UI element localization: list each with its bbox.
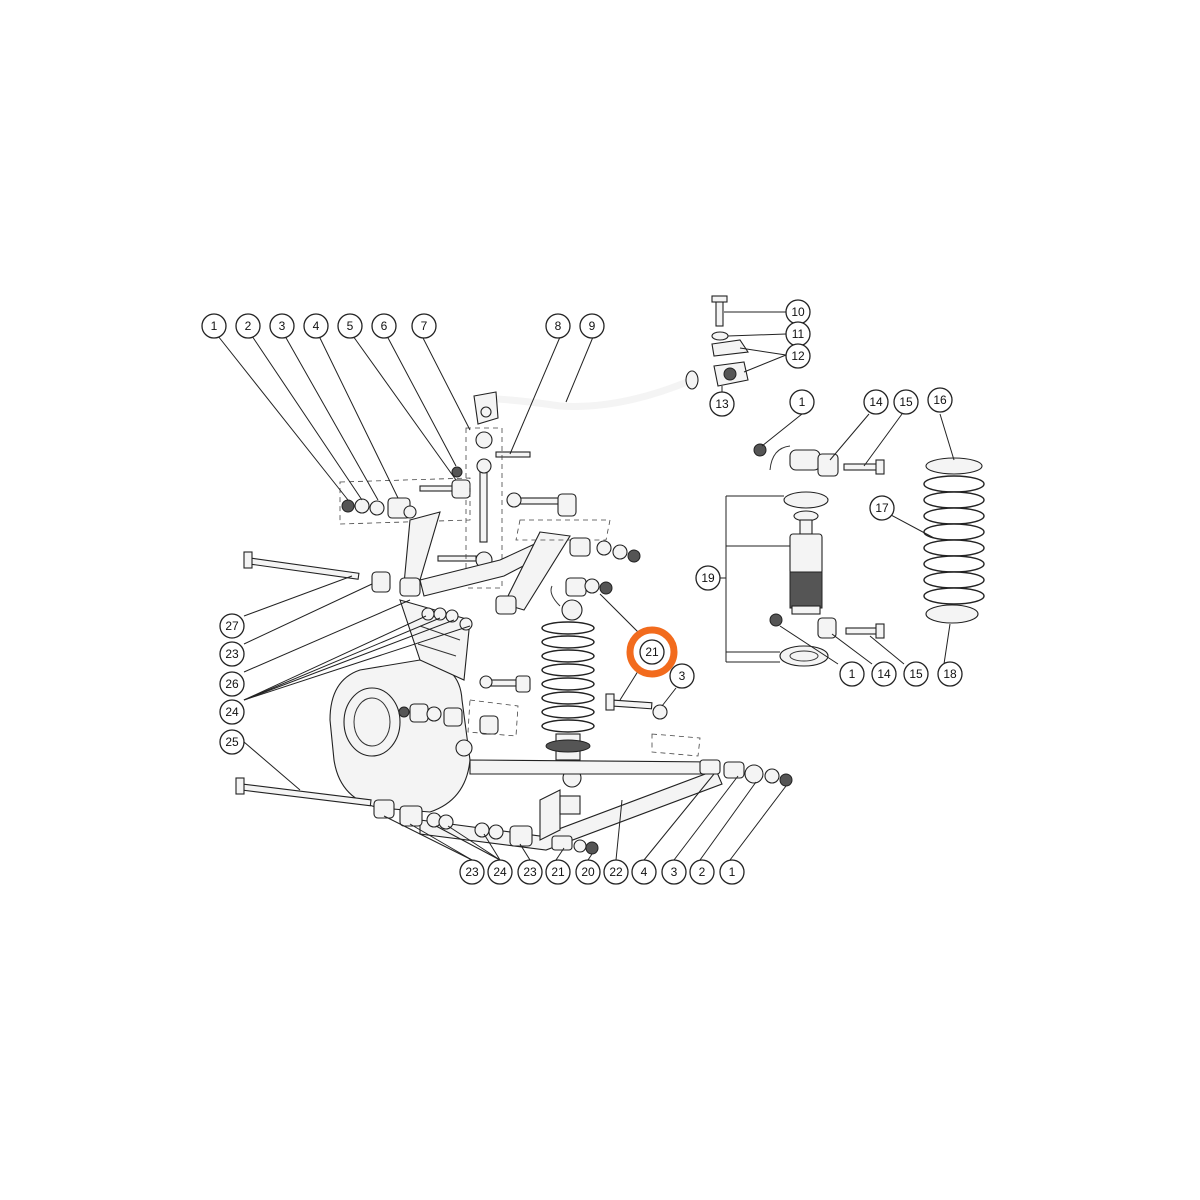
svg-text:1: 1 [799, 395, 806, 409]
svg-text:15: 15 [909, 667, 923, 681]
svg-text:27: 27 [225, 619, 239, 633]
svg-text:10: 10 [791, 305, 805, 319]
callout-1-right-bottom[interactable]: 1 [839, 661, 865, 687]
callout-11[interactable]: 11 [785, 321, 811, 347]
svg-text:24: 24 [493, 865, 507, 879]
callout-3-top-left[interactable]: 3 [269, 313, 295, 339]
callout-20[interactable]: 20 [575, 859, 601, 885]
callout-5[interactable]: 5 [337, 313, 363, 339]
callout-14-bottom[interactable]: 14 [871, 661, 897, 687]
callout-4-bottom[interactable]: 4 [631, 859, 657, 885]
callout-9[interactable]: 9 [579, 313, 605, 339]
svg-text:21: 21 [551, 865, 565, 879]
svg-text:14: 14 [877, 667, 891, 681]
svg-text:9: 9 [589, 319, 596, 333]
callout-3-bottom[interactable]: 3 [661, 859, 687, 885]
callout-23-bottom-a[interactable]: 23 [459, 859, 485, 885]
svg-text:16: 16 [933, 393, 947, 407]
callout-25[interactable]: 25 [219, 729, 245, 755]
callout-21-bottom[interactable]: 21 [545, 859, 571, 885]
callout-6[interactable]: 6 [371, 313, 397, 339]
callouts: 1 2 3 4 5 6 7 8 9 10 11 12 13 1 14 15 16… [201, 299, 963, 885]
svg-text:23: 23 [225, 647, 239, 661]
svg-text:8: 8 [555, 319, 562, 333]
parts-drawing [235, 295, 985, 855]
svg-text:4: 4 [641, 865, 648, 879]
svg-text:11: 11 [792, 327, 805, 341]
callout-1-right-top[interactable]: 1 [789, 389, 815, 415]
callout-17[interactable]: 17 [869, 495, 895, 521]
svg-text:2: 2 [699, 865, 706, 879]
callout-23-bottom-b[interactable]: 23 [517, 859, 543, 885]
svg-text:26: 26 [225, 677, 239, 691]
callout-4-top-left[interactable]: 4 [303, 313, 329, 339]
callout-27[interactable]: 27 [219, 613, 245, 639]
highlight-ring [626, 626, 678, 678]
callout-23-left[interactable]: 23 [219, 641, 245, 667]
svg-text:1: 1 [211, 319, 218, 333]
svg-text:20: 20 [581, 865, 595, 879]
callout-18[interactable]: 18 [937, 661, 963, 687]
callout-21-highlighted[interactable]: 21 [639, 639, 665, 665]
leader-lines [217, 311, 955, 861]
svg-text:12: 12 [791, 349, 805, 363]
callout-2-bottom[interactable]: 2 [689, 859, 715, 885]
callout-24-bottom[interactable]: 24 [487, 859, 513, 885]
svg-text:14: 14 [869, 395, 883, 409]
svg-text:5: 5 [347, 319, 354, 333]
callout-22[interactable]: 22 [603, 859, 629, 885]
svg-text:7: 7 [421, 319, 428, 333]
callout-10[interactable]: 10 [785, 299, 811, 325]
callout-26[interactable]: 26 [219, 671, 245, 697]
svg-text:18: 18 [943, 667, 957, 681]
svg-text:4: 4 [313, 319, 320, 333]
svg-text:17: 17 [875, 501, 889, 515]
svg-text:2: 2 [245, 319, 252, 333]
callout-14-top[interactable]: 14 [863, 389, 889, 415]
callout-3-mid[interactable]: 3 [669, 663, 695, 689]
svg-text:1: 1 [849, 667, 856, 681]
svg-text:6: 6 [381, 319, 388, 333]
callout-15-top[interactable]: 15 [893, 389, 919, 415]
svg-text:15: 15 [899, 395, 913, 409]
svg-text:22: 22 [609, 865, 623, 879]
svg-text:1: 1 [729, 865, 736, 879]
svg-text:24: 24 [225, 705, 239, 719]
svg-text:19: 19 [701, 571, 715, 585]
svg-text:21: 21 [645, 645, 659, 659]
svg-text:3: 3 [671, 865, 678, 879]
callout-2-top-left[interactable]: 2 [235, 313, 261, 339]
svg-text:23: 23 [465, 865, 479, 879]
svg-text:3: 3 [679, 669, 686, 683]
svg-text:23: 23 [523, 865, 537, 879]
callout-7[interactable]: 7 [411, 313, 437, 339]
callout-1-top-left[interactable]: 1 [201, 313, 227, 339]
callout-16[interactable]: 16 [927, 387, 953, 413]
svg-text:3: 3 [279, 319, 286, 333]
callout-8[interactable]: 8 [545, 313, 571, 339]
callout-24-left[interactable]: 24 [219, 699, 245, 725]
callout-13[interactable]: 13 [709, 391, 735, 417]
center-coil-spring [541, 621, 595, 733]
callout-15-bottom[interactable]: 15 [903, 661, 929, 687]
callout-1-bottom[interactable]: 1 [719, 859, 745, 885]
callout-12[interactable]: 12 [785, 343, 811, 369]
svg-text:25: 25 [225, 735, 239, 749]
callout-19[interactable]: 19 [695, 565, 721, 591]
svg-text:13: 13 [715, 397, 729, 411]
right-coil-spring [923, 457, 985, 624]
